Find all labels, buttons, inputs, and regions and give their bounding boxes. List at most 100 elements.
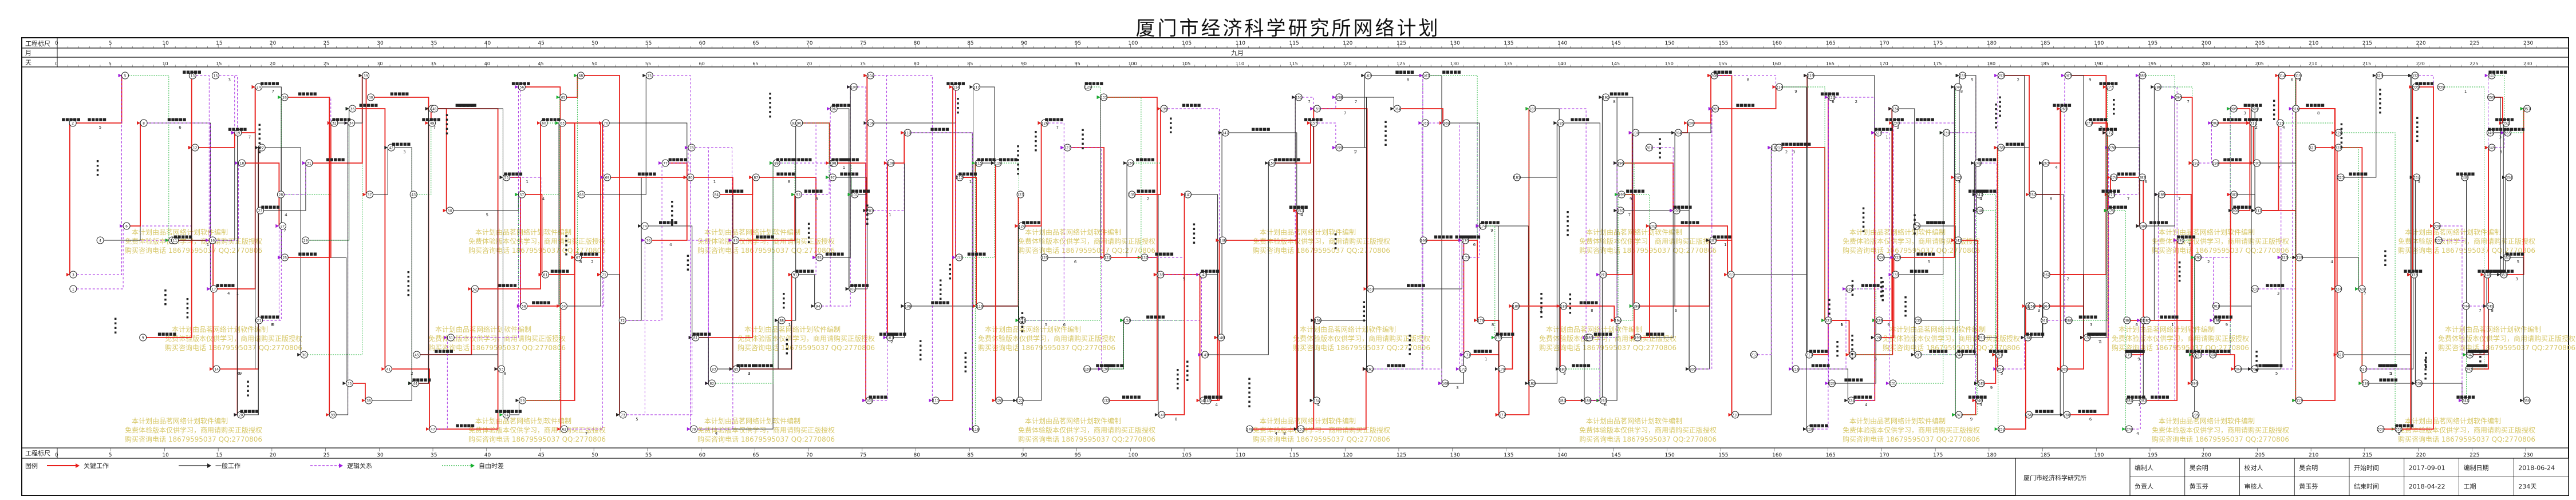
duration-label: 7 [2187,100,2189,104]
vertical-label-char: ▪ [1363,314,1366,318]
arrow-head [775,319,779,322]
title-block-value: 2017-09-01 [2409,464,2445,471]
arrow-head [1888,107,1892,110]
vertical-label-char: ▪ [919,352,922,357]
node: 105 [865,396,873,404]
node-number: 253 [1998,74,2005,78]
node: 12 [191,144,199,152]
activity-arrow [1591,163,1618,401]
node-number: 183 [1529,108,1536,112]
activity-arrow [607,274,620,415]
vertical-label: ▪▪▪▪▪ [1999,95,2002,118]
activity-label: ■■■■■ [1809,423,1828,428]
header-row-month: 月 [25,49,31,57]
node-circle [1892,119,1900,127]
duration-label: 9 [1840,323,1843,327]
node-number: 14 [214,368,219,372]
node: 149 [1245,425,1253,433]
node-circle [502,411,510,419]
activity-label: ■■■■■ [1251,127,1270,132]
arrow-head [1890,256,1894,259]
node: 281 [2125,396,2133,404]
duration-label: 7 [2188,243,2191,247]
node: 18 [238,159,246,167]
duration-label: 3 [2243,111,2246,116]
activity-arrow [1718,87,1777,109]
activity-arrow [2147,87,2155,321]
node: 339 [2437,83,2445,91]
arrow-head [345,107,349,110]
node-number: 310 [2251,288,2258,292]
node-number: 149 [1246,428,1253,432]
activity-arrow [1962,400,1977,415]
node: 187 [1559,365,1567,373]
node-number: 24 [257,86,261,90]
vertical-label-char: ▪ [671,222,674,227]
duration-label: 6 [2398,431,2401,436]
node-circle [409,191,417,199]
vertical-label: ▪▪▪▪▪▪ [1540,292,1543,319]
vertical-label-char: ▪ [1995,102,1998,107]
vertical-label-char: ▪ [964,360,967,364]
arrow-head [1265,161,1269,165]
node-number: 198 [1633,305,1640,309]
node-number: 63 [560,122,565,126]
day-tick-label: 225 [2470,61,2478,66]
node-number: 281 [2126,399,2133,403]
duration-label: 7 [2364,291,2366,296]
vertical-label-char: ▪ [1569,306,1572,311]
node: 333 [2410,271,2418,279]
node-circle [96,236,104,244]
node-circle [1141,253,1149,261]
arrow-head [1418,121,1422,125]
duration-label: 2 [2255,125,2258,130]
node: 273 [2108,191,2116,199]
vertical-label-char: ▪ [407,269,410,274]
vertical-label-char: ▪ [1170,125,1173,130]
node-circle [830,105,838,113]
node-circle [2411,72,2419,80]
node: 279 [2124,351,2132,359]
activity-arrow [1607,133,1633,275]
activity-label: ■■■■■ [1182,103,1201,108]
arrow-head [2155,193,2159,196]
vertical-label-char: ▪ [1904,299,1907,304]
node-number: 265 [2061,368,2068,372]
node: 132 [1102,396,1110,404]
activity-arrow [1966,75,1977,195]
node: 303 [2230,191,2238,199]
node: 164 [1393,105,1401,113]
activity-label: ■■■■■ [2404,269,2423,273]
node-circle [952,83,960,91]
duration-label: 3 [1896,125,1899,130]
node: 143 [1201,351,1209,359]
watermark-line: 购买咨询电话 18679595037 QQ:2770806 [2152,246,2289,255]
activity-arrow [1652,147,1674,211]
activity-arrow [1469,240,1478,320]
vertical-label-char: ▪ [2384,253,2387,258]
vertical-label-char: ▪ [1851,288,1854,292]
vertical-label-char: ▪ [1363,300,1366,304]
vertical-label: ▪▪▪▪ [687,253,689,272]
node-circle [2437,83,2445,91]
node-number: 23 [258,209,263,213]
node-number: 227 [1875,132,1882,136]
arrow-head [811,304,815,308]
activity-arrow [1782,86,1807,429]
activity-arrow [2344,275,2411,355]
activity-label: ■■■■■ [1680,220,1699,225]
vertical-label-char: ▪ [1851,356,1854,360]
node: 71 [600,271,608,279]
node-number: 152 [1297,209,1304,213]
vertical-label-char: ▪ [1851,283,1854,288]
activity-arrow [1167,108,1220,240]
node: 28 [277,191,285,199]
duration-label: 4 [1979,197,1982,201]
node-number: 256 [2026,414,2033,418]
node-circle [1845,285,1853,293]
activity-label: ■■■■■ [1281,157,1300,162]
duration-label: 4 [715,431,718,436]
activity-arrow [699,337,709,383]
activity-arrow [437,108,503,177]
frame [21,37,2569,496]
